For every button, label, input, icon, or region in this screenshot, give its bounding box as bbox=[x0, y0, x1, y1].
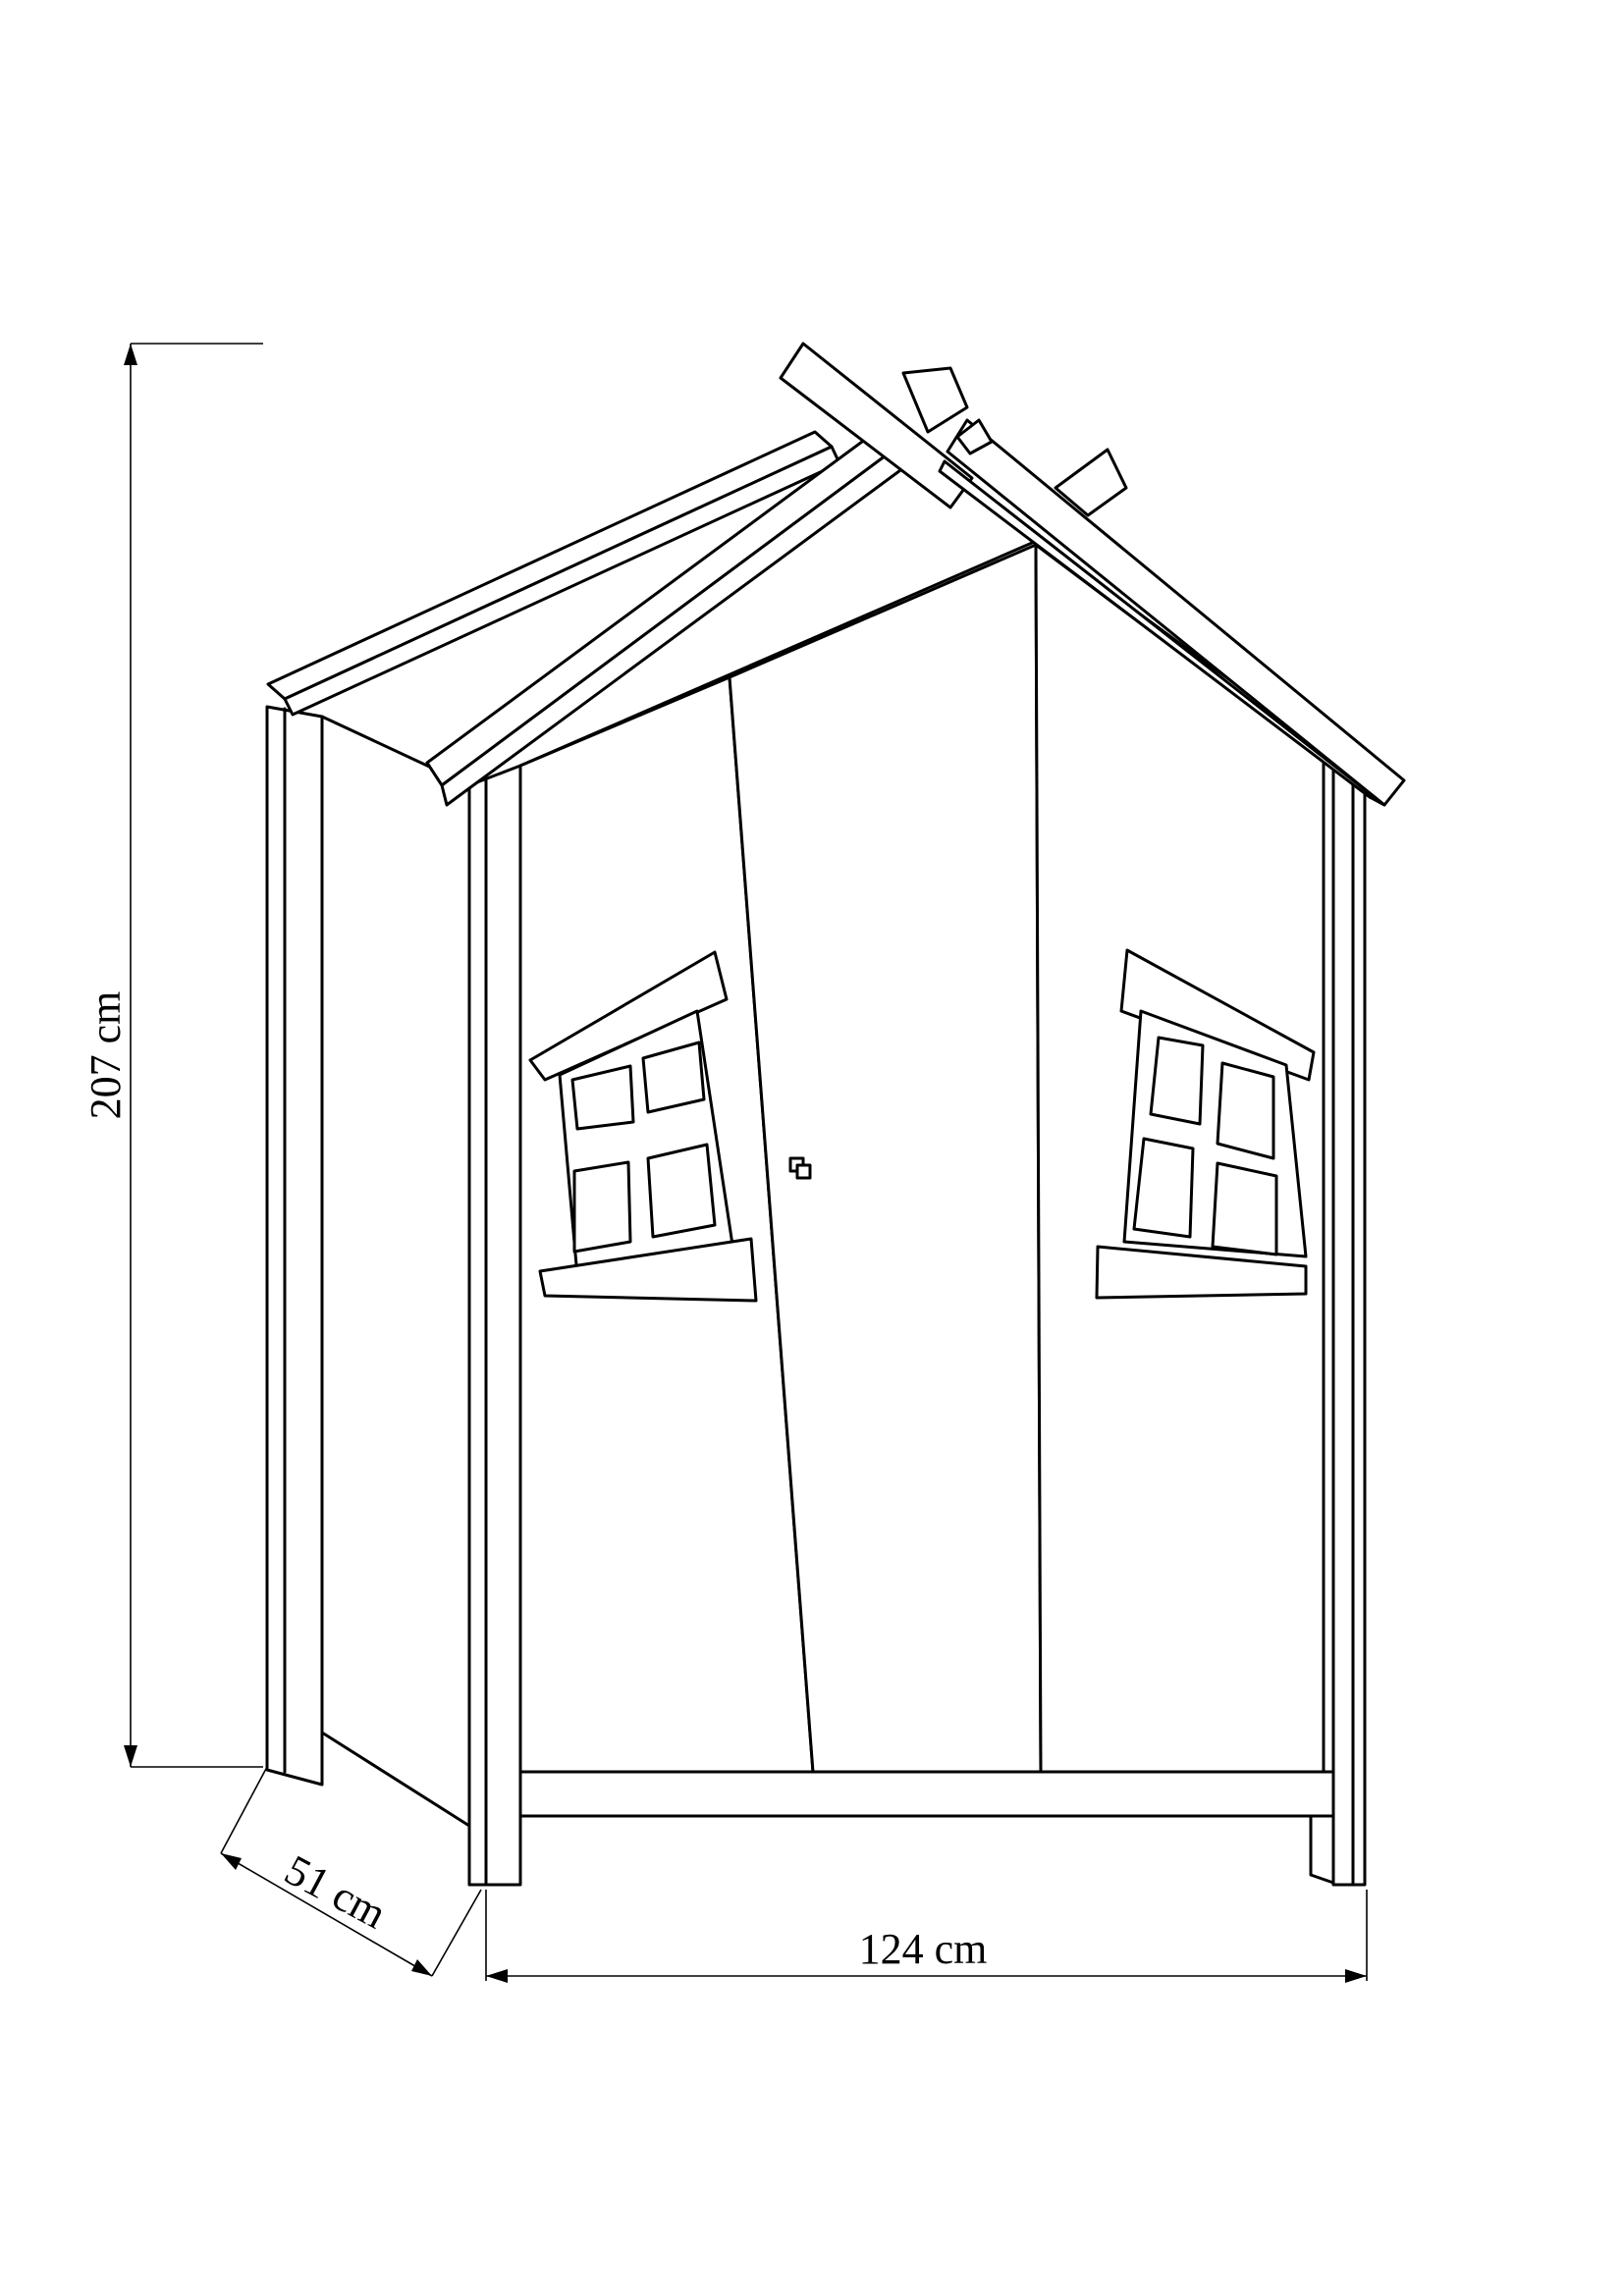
front-roof bbox=[425, 342, 1406, 807]
width-label: 124 cm bbox=[859, 1925, 988, 1973]
rear-roof bbox=[266, 366, 1128, 717]
left-window-decoration bbox=[528, 950, 758, 1303]
door-handle[interactable] bbox=[788, 1156, 812, 1180]
width-dimension: 124 cm bbox=[485, 1890, 1368, 1983]
height-dimension: 207 cm bbox=[81, 343, 263, 1768]
right-window-decoration bbox=[1095, 948, 1316, 1300]
height-label: 207 cm bbox=[81, 991, 130, 1120]
depth-label: 51 cm bbox=[277, 1845, 394, 1938]
side-panel bbox=[265, 705, 471, 1828]
